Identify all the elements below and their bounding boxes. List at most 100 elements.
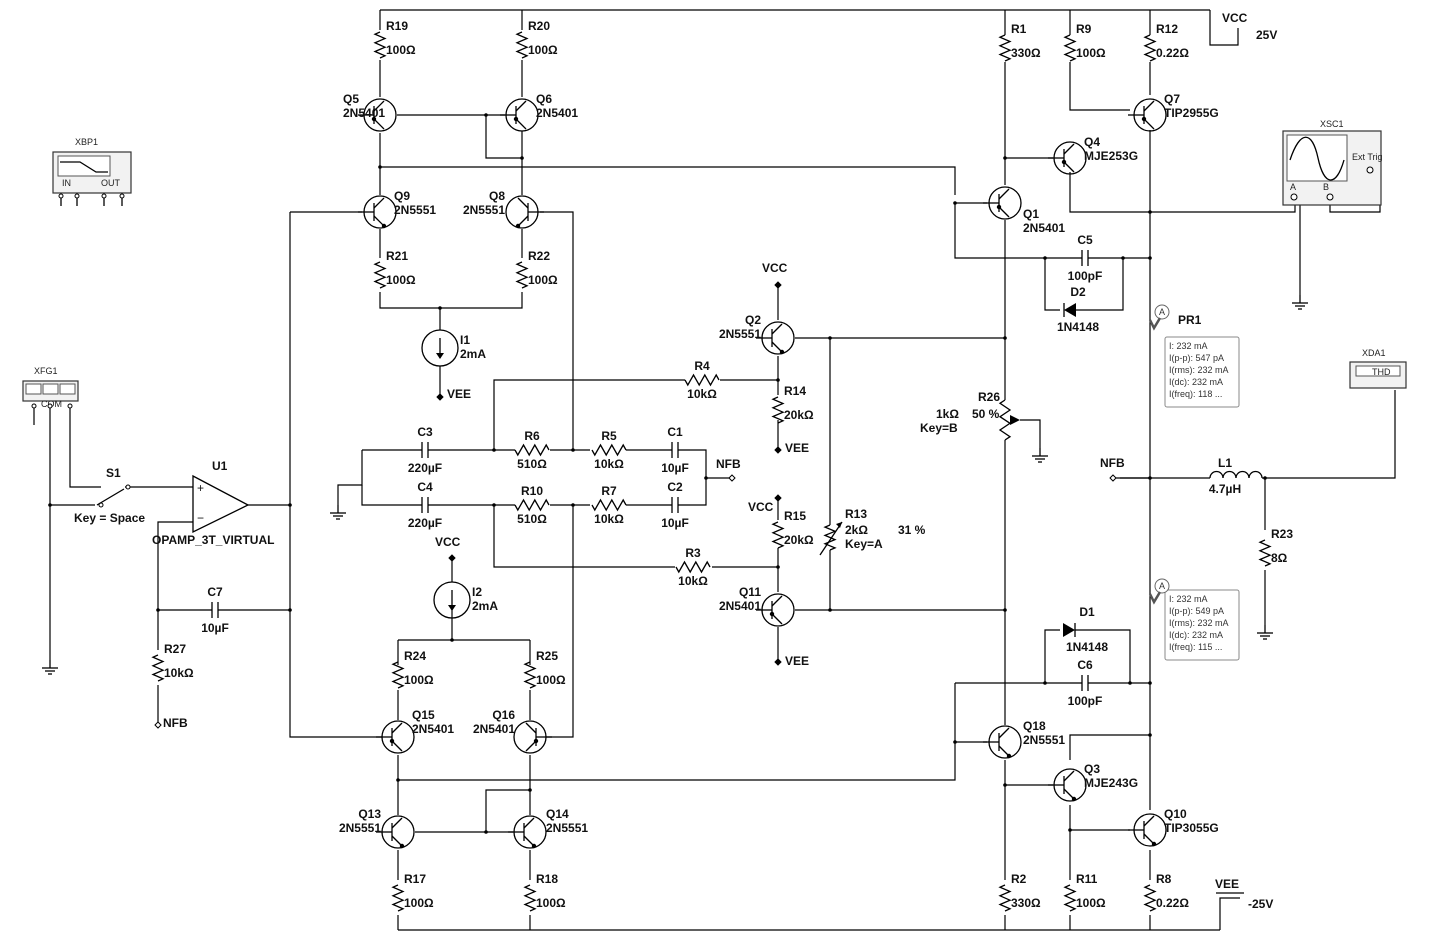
resistor-value: 0.22Ω: [1156, 46, 1189, 60]
junction-dot: [571, 448, 575, 452]
resistor-body: [998, 34, 1012, 62]
rail-connector: VEE: [774, 441, 809, 455]
junction-dot: [450, 638, 454, 642]
wire: [1262, 390, 1396, 479]
wire: [337, 450, 363, 505]
switch-key: Key = Space: [74, 511, 145, 525]
supply-name: VCC: [1222, 11, 1248, 25]
resistor-name: R9: [1076, 22, 1092, 36]
transistor-part: 2N5551: [719, 327, 761, 341]
junction-dot: [1128, 681, 1132, 685]
wire: [1219, 897, 1240, 930]
ground-symbol: [42, 660, 58, 675]
wire: [1150, 198, 1296, 213]
junction-dot: [1068, 828, 1072, 832]
wire: [546, 505, 574, 738]
resistor-body: [515, 261, 529, 289]
current-source-value: 2mA: [472, 599, 498, 613]
resistor-value: 100Ω: [386, 273, 416, 287]
resistor-value: 330Ω: [1011, 896, 1041, 910]
rail-name: VCC: [435, 535, 461, 549]
resistor-body: [514, 443, 550, 457]
instrument-name: XFG1: [34, 366, 58, 376]
supply-value: 25V: [1256, 28, 1277, 42]
capacitor-name: C6: [1077, 658, 1093, 672]
resistor-body: [771, 396, 785, 424]
probe-name: PR1: [1178, 313, 1202, 327]
probe-tag: A: [1159, 581, 1165, 591]
pot-value: 1kΩ: [936, 407, 959, 421]
junction-dot: [704, 476, 708, 480]
transistor-part: 2N5401: [412, 722, 454, 736]
capacitor-value: 10µF: [661, 461, 689, 475]
resistor-r6: R6 510Ω: [514, 429, 550, 471]
vee-supply: VEE-25V: [1215, 877, 1273, 911]
wire: [690, 478, 707, 506]
opamp-name: U1: [212, 459, 228, 473]
junction-dot: [528, 788, 532, 792]
resistor-name: R22: [528, 249, 550, 263]
junction-dot: [1003, 783, 1007, 787]
bode-out-label: OUT: [101, 178, 121, 188]
diode-name: D1: [1079, 605, 1095, 619]
current-source-name: I2: [472, 585, 482, 599]
junction-dot: [492, 503, 496, 507]
probe-reading: I(dc): 232 mA: [1169, 630, 1223, 640]
capacitor-name: C2: [667, 480, 683, 494]
resistor-value: 20kΩ: [784, 533, 814, 547]
resistor-name: R4: [694, 359, 710, 373]
capacitor-value: 220µF: [408, 516, 442, 530]
transistor-name: Q16: [492, 708, 515, 722]
resistor-value: 510Ω: [517, 512, 547, 526]
resistor-name: R3: [685, 546, 701, 560]
resistor-value: 100Ω: [528, 273, 558, 287]
resistor-body: [771, 521, 785, 549]
net-name: NFB: [1100, 456, 1125, 470]
transistor-part: 2N5551: [463, 203, 505, 217]
probe-tag: A: [1159, 307, 1165, 317]
wire: [493, 379, 685, 450]
junction-dot: [492, 448, 496, 452]
switch-name: S1: [106, 466, 121, 480]
resistor-name: R6: [524, 429, 540, 443]
resistor-value: 510Ω: [517, 457, 547, 471]
resistor-body: [675, 560, 711, 574]
wire: [1069, 734, 1150, 760]
junction-dot: [484, 113, 488, 117]
capacitor-name: C4: [417, 480, 433, 494]
transistor-part: MJE243G: [1084, 776, 1138, 790]
wire: [1069, 62, 1130, 111]
junction-dot: [1148, 210, 1152, 214]
resistor-value: 10kΩ: [678, 574, 708, 588]
wire: [379, 292, 523, 309]
inductor-l1: L14.7µH: [1209, 456, 1263, 496]
junction-dot: [828, 608, 832, 612]
opamp-part: OPAMP_3T_VIRTUAL: [152, 533, 274, 547]
transistor-part: 2N5551: [1023, 733, 1065, 747]
transistor-part: 2N5551: [546, 821, 588, 835]
nfb-connector: NFB: [716, 457, 741, 482]
resistor-value: 100Ω: [536, 896, 566, 910]
junction-dot: [1121, 256, 1125, 260]
resistor-name: R10: [521, 484, 543, 498]
resistor-body: [373, 31, 387, 59]
wire: [289, 212, 382, 738]
